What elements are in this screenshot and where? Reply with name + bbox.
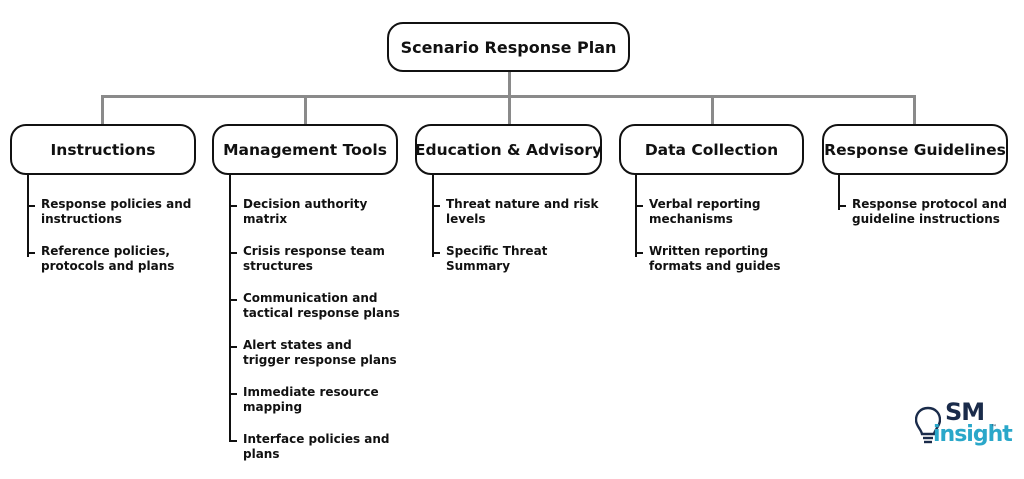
tree-bar-data-collection [635, 175, 637, 257]
connector-data-collection [711, 95, 714, 125]
list-item: Reference policies,protocols and plans [26, 244, 191, 274]
logo-trademark: ™ [991, 424, 997, 431]
root-node: Scenario Response Plan [387, 22, 630, 72]
sm-insight-logo: SM insight ™ [913, 398, 1013, 454]
connector-response-guidelines [913, 95, 916, 125]
connector-instructions [101, 95, 104, 125]
root-connector [508, 72, 511, 97]
connector-management-tools [304, 95, 307, 125]
connector-education-advisory [508, 95, 511, 125]
tree-bar-instructions [27, 175, 29, 257]
category-response-guidelines: Response Guidelines [822, 124, 1008, 175]
category-instructions: Instructions [10, 124, 196, 175]
tree-bar-education-advisory [432, 175, 434, 257]
category-management-tools: Management Tools [212, 124, 398, 175]
logo-text-insight: insight [933, 422, 1013, 447]
tree-bar-management-tools [229, 175, 231, 442]
tree-bar-response-guidelines [838, 175, 840, 210]
category-education-advisory: Education & Advisory [415, 124, 602, 175]
category-data-collection: Data Collection [619, 124, 804, 175]
logo-text-sm: SM [945, 398, 985, 426]
lightbulb-icon [915, 406, 941, 444]
